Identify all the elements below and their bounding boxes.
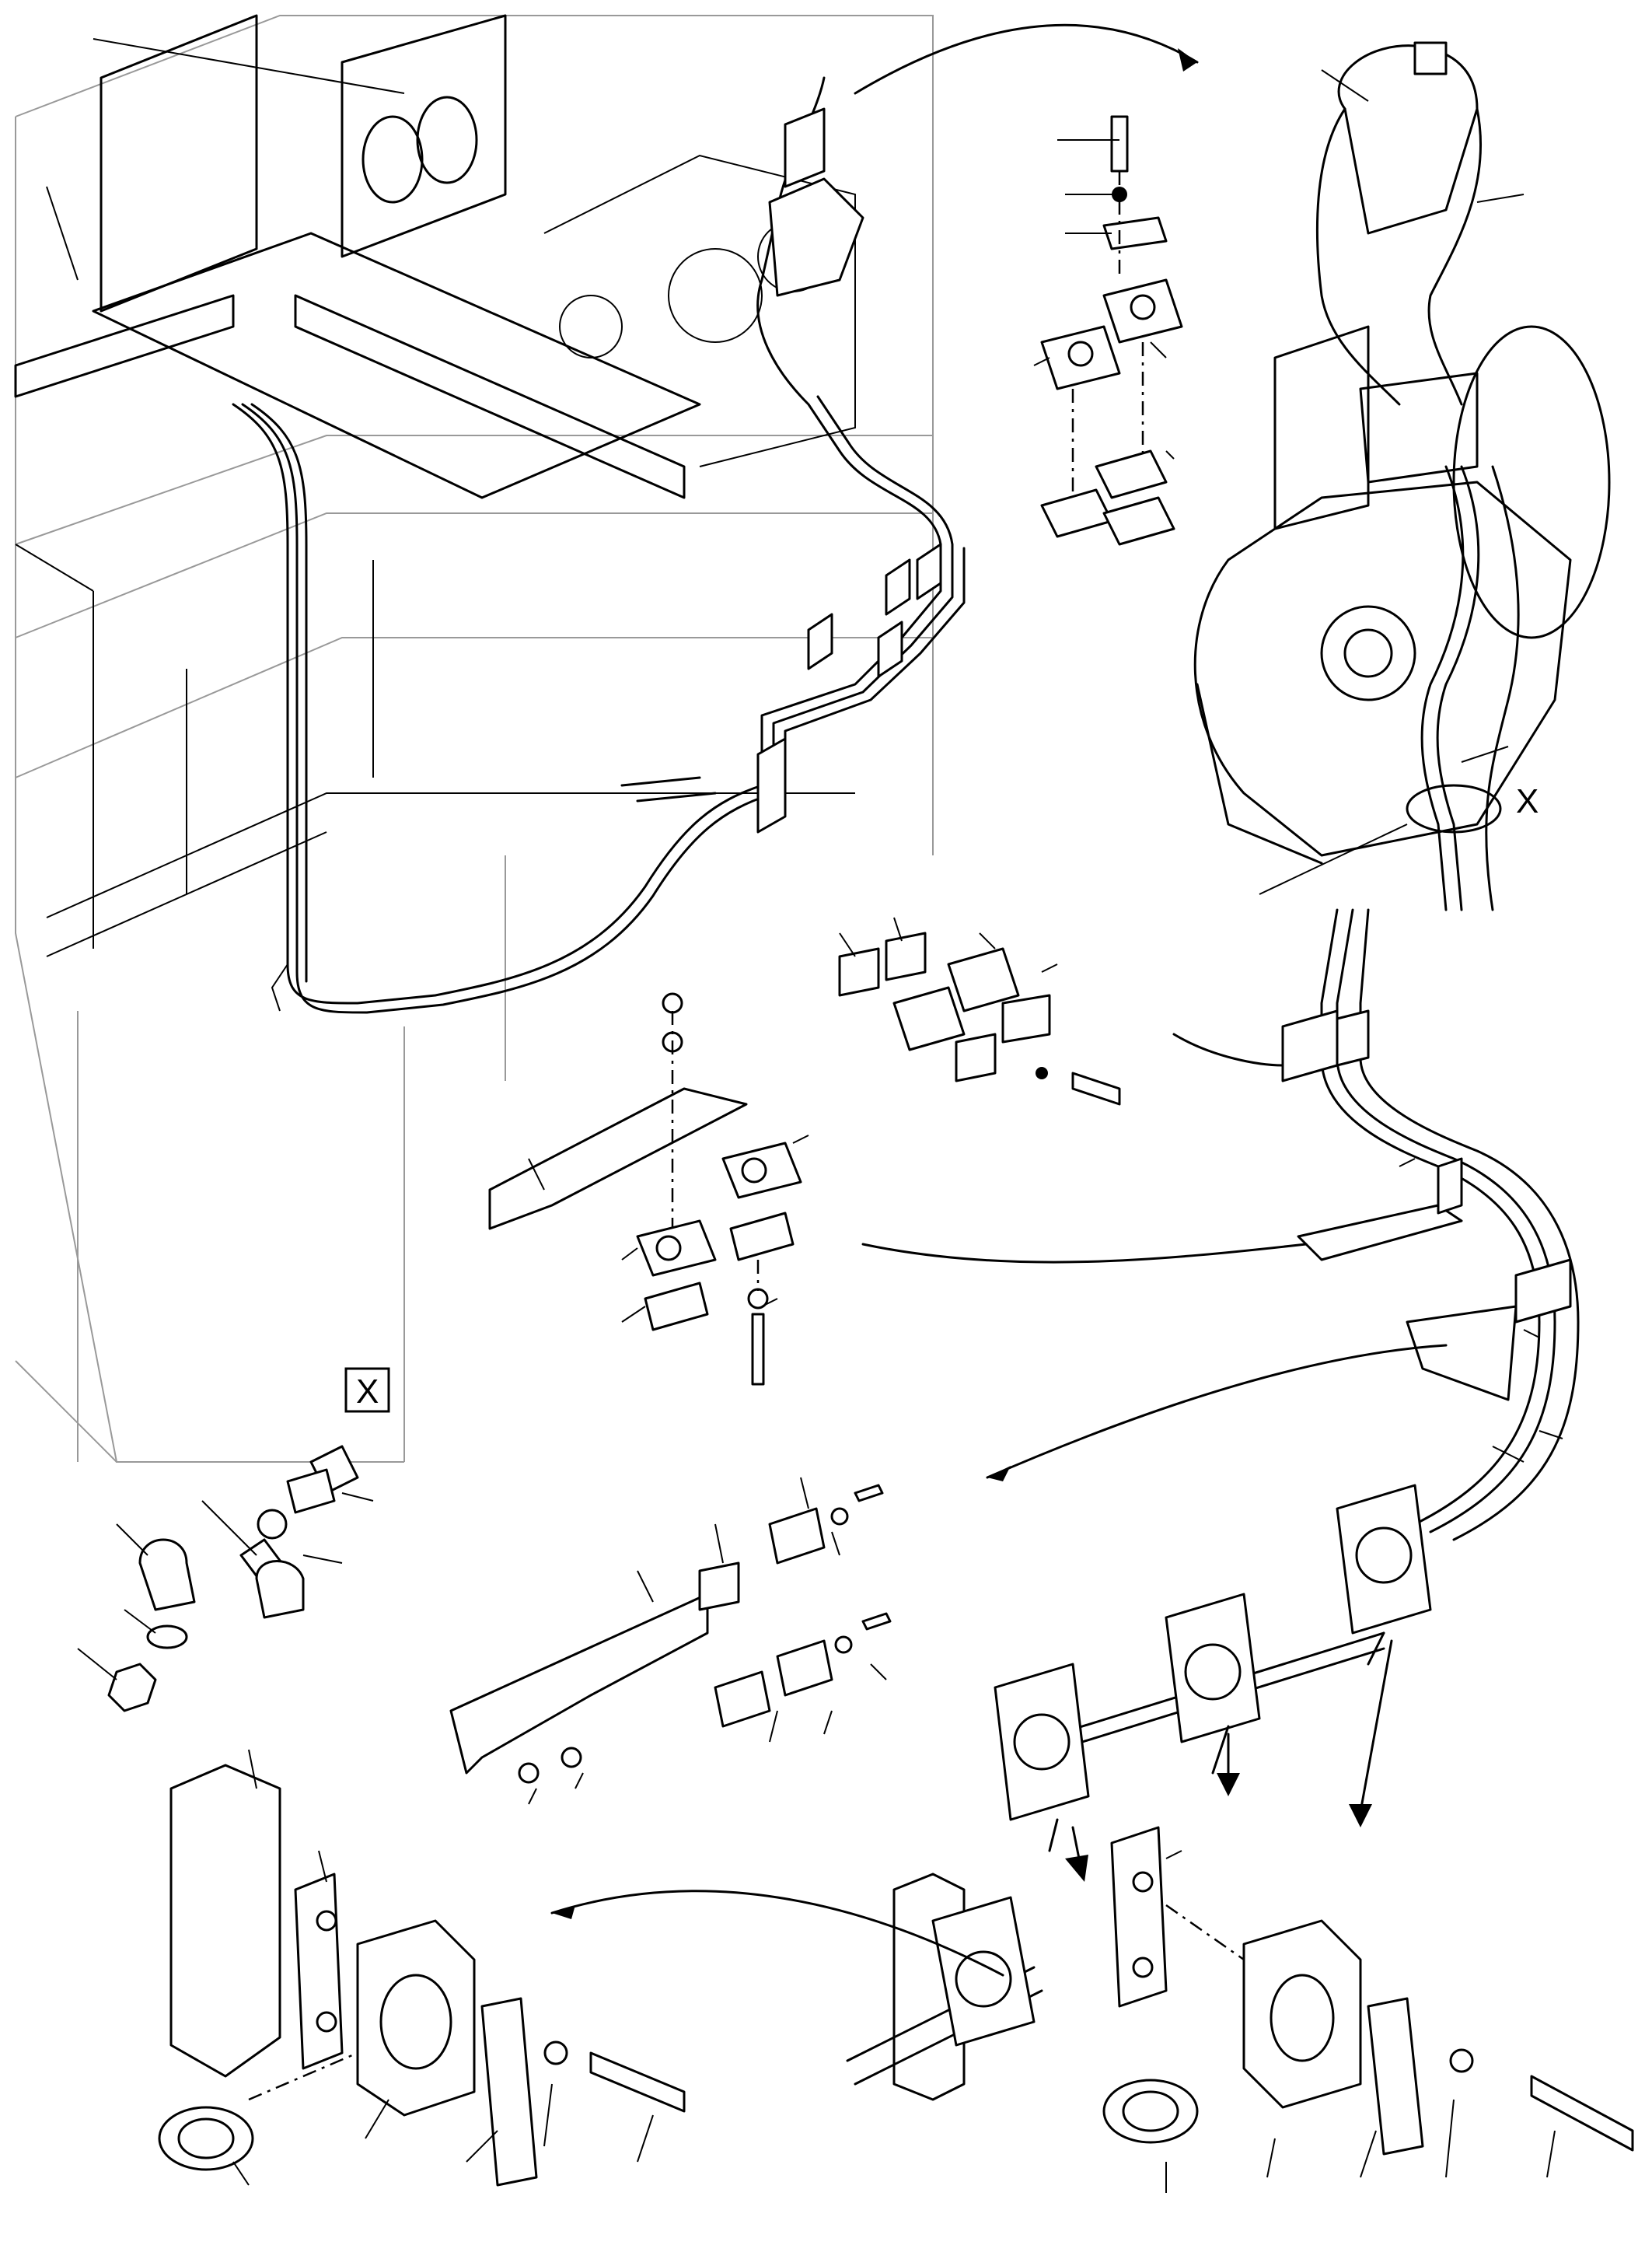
pump-assembly: X bbox=[1193, 41, 1611, 911]
detail-x-marker: X bbox=[1516, 782, 1538, 820]
detail-x-box bbox=[344, 1367, 390, 1413]
clamp-shaft-assembly bbox=[994, 1484, 1432, 1852]
detail-x: X bbox=[107, 1367, 390, 1712]
bottom-left-clamp-exploded bbox=[158, 1764, 686, 2187]
callout-arrows bbox=[550, 23, 1448, 1977]
bottom-right-clamp-exploded bbox=[846, 1826, 1634, 2156]
leader-lines bbox=[46, 38, 1563, 2193]
lower-left-bracket-exploded bbox=[449, 1484, 892, 1784]
detail-x-box-label: X bbox=[356, 1373, 379, 1411]
center-bracket-exploded bbox=[488, 992, 802, 1386]
hose-routing-machine bbox=[232, 76, 966, 1014]
middle-clamp-exploded bbox=[838, 932, 1121, 1106]
upper-clamp-exploded bbox=[1040, 115, 1183, 546]
hose-routing-right bbox=[1281, 908, 1580, 1541]
machine-frame bbox=[14, 14, 934, 1463]
